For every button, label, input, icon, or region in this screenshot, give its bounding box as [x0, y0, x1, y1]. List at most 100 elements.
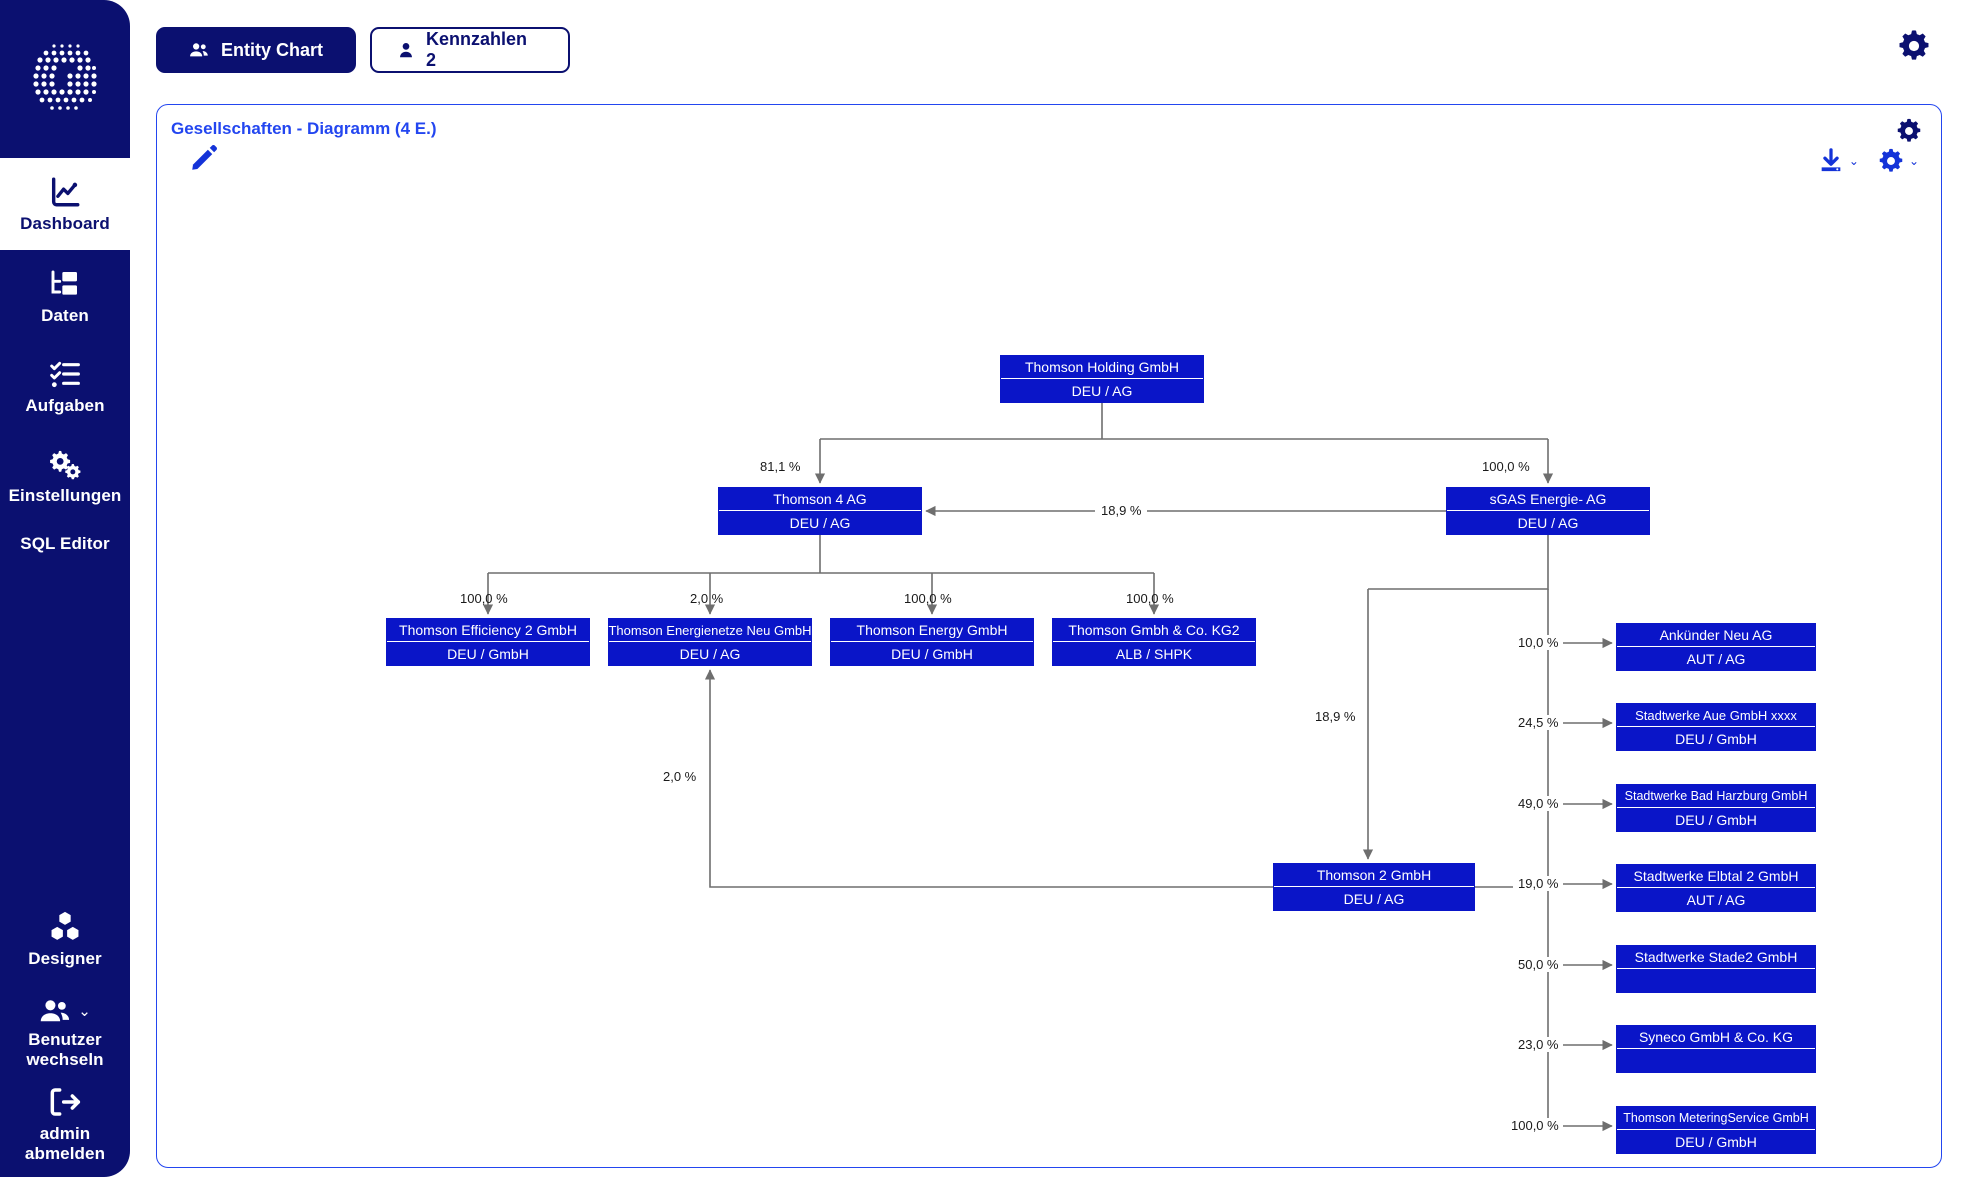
entity-node-subtitle: DEU / AG	[1071, 382, 1133, 399]
gear-icon	[1879, 148, 1903, 172]
entity-node-sgas-energie-ag[interactable]: sGAS Energie- AG DEU / AG	[1446, 487, 1650, 535]
edge-label-sgas-aue: 24,5 %	[1513, 715, 1564, 730]
entity-node-stadtwerke-bad-harzburg[interactable]: Stadtwerke Bad Harzburg GmbH DEU / GmbH	[1616, 784, 1816, 832]
chevron-down-icon: ⌄	[1848, 154, 1859, 168]
edge-label-sgas-thomson4: 18,9 %	[1095, 503, 1148, 518]
entity-node-ankuender-neu-ag[interactable]: Ankünder Neu AG AUT / AG	[1616, 623, 1816, 671]
entity-node-thomson-meteringservice[interactable]: Thomson MeteringService GmbH DEU / GmbH	[1616, 1106, 1816, 1154]
entity-node-name: Thomson Efficiency 2 GmbH	[387, 619, 589, 642]
diagram-settings-button[interactable]: ⌄	[1877, 147, 1919, 175]
gear-icon	[1897, 118, 1921, 142]
edge-label-sgas-harzburg: 49,0 %	[1513, 796, 1564, 811]
entity-node-name: Syneco GmbH & Co. KG	[1617, 1026, 1815, 1049]
edge-label-sgas-metering: 100,0 %	[1507, 1118, 1563, 1133]
entity-node-subtitle: DEU / GmbH	[1675, 811, 1757, 828]
entity-node-stadtwerke-aue[interactable]: Stadtwerke Aue GmbH xxxx DEU / GmbH	[1616, 703, 1816, 751]
entity-node-stadtwerke-stade2[interactable]: Stadtwerke Stade2 GmbH	[1616, 945, 1816, 993]
entity-node-subtitle: DEU / GmbH	[1675, 1133, 1757, 1150]
tab-kennzahlen-2[interactable]: Kennzahlen 2	[370, 27, 570, 73]
entity-node-subtitle: ALB / SHPK	[1115, 645, 1193, 662]
edge-label-thomson4-kg2: 100,0 %	[1126, 591, 1174, 606]
company-logo[interactable]	[0, 0, 130, 158]
entity-node-subtitle: DEU / GmbH	[447, 645, 529, 662]
tab-entity-chart-label: Entity Chart	[220, 39, 323, 60]
edge-label-sgas-elbtal: 19,0 %	[1513, 876, 1564, 891]
tab-kennzahlen-2-label: Kennzahlen 2	[426, 29, 528, 70]
entity-node-stadtwerke-elbtal-2[interactable]: Stadtwerke Elbtal 2 GmbH AUT / AG	[1616, 864, 1816, 912]
sidebar-item-benutzer-wechseln[interactable]: ⌄ Benutzer wechseln	[0, 995, 130, 1073]
sidebar-item-einstellungen[interactable]: Einstellungen	[0, 438, 130, 516]
entity-node-subtitle: AUT / AG	[1686, 891, 1746, 908]
entity-node-name: Stadtwerke Aue GmbH xxxx	[1617, 704, 1815, 727]
entity-node-subtitle: DEU / GmbH	[1675, 730, 1757, 747]
person-icon	[400, 43, 412, 58]
topbar: Entity Chart Kennzahlen 2	[130, 0, 1968, 100]
edge-label-sgas-ankuender: 10,0 %	[1513, 635, 1564, 650]
tab-entity-chart[interactable]: Entity Chart	[156, 27, 356, 73]
entity-node-subtitle	[1617, 969, 1815, 992]
sidebar-item-label-dashboard: Dashboard	[20, 213, 110, 233]
entity-node-subtitle: DEU / AG	[1343, 890, 1405, 907]
entity-node-name: sGAS Energie- AG	[1447, 488, 1649, 511]
download-button[interactable]: ⌄	[1817, 147, 1859, 175]
entity-node-subtitle	[1617, 1049, 1815, 1072]
sidebar-item-label-logout-line1: admin	[39, 1124, 91, 1144]
entity-node-thomson-gmbh-co-kg2[interactable]: Thomson Gmbh & Co. KG2 ALB / SHPK	[1052, 618, 1256, 666]
edge-label-holding-sgas: 100,0 %	[1482, 459, 1530, 474]
sidebar: Dashboard Daten Aufgaben	[0, 0, 130, 1177]
entity-node-thomson-energienetze-neu[interactable]: Thomson Energienetze Neu GmbH DEU / AG	[608, 618, 812, 666]
sidebar-item-logout[interactable]: admin abmelden	[0, 1080, 130, 1170]
sidebar-item-daten[interactable]: Daten	[0, 258, 130, 336]
entity-node-thomson-4-ag[interactable]: Thomson 4 AG DEU / AG	[718, 487, 922, 535]
page-title: Gesellschaften - Diagramm (4 E.)	[171, 119, 437, 138]
pencil-icon	[192, 145, 217, 170]
edge-label-thomson4-energienetze: 2,0 %	[690, 591, 724, 606]
entity-node-name: Stadtwerke Elbtal 2 GmbH	[1617, 865, 1815, 888]
entity-node-subtitle: AUT / AG	[1686, 650, 1746, 667]
entity-node-thomson-energy[interactable]: Thomson Energy GmbH DEU / GmbH	[830, 618, 1034, 666]
gears-icon	[50, 451, 81, 480]
entity-node-subtitle: DEU / AG	[679, 645, 741, 662]
chevron-down-icon: ⌄	[78, 1002, 91, 1020]
gear-icon	[1899, 30, 1929, 60]
edge-label-thomson4-energy: 100,0 %	[904, 591, 952, 606]
edge-label-thomson2-energienetze: 2,0 %	[663, 769, 697, 784]
settings-gear-button[interactable]	[1896, 28, 1932, 64]
sidebar-item-dashboard[interactable]: Dashboard	[0, 158, 130, 250]
entity-node-name: Thomson MeteringService GmbH	[1617, 1107, 1815, 1130]
entity-node-syneco[interactable]: Syneco GmbH & Co. KG	[1616, 1025, 1816, 1073]
chart-line-icon	[51, 177, 80, 207]
entity-node-name: Thomson Gmbh & Co. KG2	[1053, 619, 1255, 642]
sidebar-item-designer[interactable]: Designer	[0, 900, 130, 978]
edge-label-sgas-stade2: 50,0 %	[1513, 957, 1564, 972]
entity-node-subtitle: DEU / AG	[1517, 514, 1579, 531]
sidebar-item-label-sql-editor: SQL Editor	[20, 534, 110, 554]
sidebar-item-label-logout-line2: abmelden	[24, 1144, 106, 1163]
edit-pencil-button[interactable]	[189, 143, 219, 173]
sidebar-item-label-designer: Designer	[28, 949, 102, 969]
entity-node-name: Stadtwerke Stade2 GmbH	[1617, 946, 1815, 969]
cubes-icon	[51, 912, 79, 941]
edge-label-sgas-thomson2: 18,9 %	[1315, 709, 1356, 724]
sidebar-item-label-daten: Daten	[41, 306, 89, 326]
entity-node-name: Ankünder Neu AG	[1617, 624, 1815, 647]
logout-icon	[50, 1088, 81, 1117]
users-icon	[40, 1000, 70, 1022]
sidebar-item-aufgaben[interactable]: Aufgaben	[0, 348, 130, 426]
sidebar-item-label-einstellungen: Einstellungen	[8, 486, 122, 506]
sidebar-item-label-aufgaben: Aufgaben	[25, 396, 105, 416]
panel-settings-button[interactable]	[1895, 117, 1923, 145]
entity-chart-canvas[interactable]: Thomson Holding GmbH DEU / AG Thomson 4 …	[157, 105, 1943, 1169]
entity-node-name: Stadtwerke Bad Harzburg GmbH	[1617, 785, 1815, 808]
entity-node-name: Thomson Holding GmbH	[1001, 356, 1203, 379]
entity-node-name: Thomson Energienetze Neu GmbH	[608, 619, 812, 642]
entity-node-thomson-holding[interactable]: Thomson Holding GmbH DEU / AG	[1000, 355, 1204, 403]
entity-node-subtitle: DEU / GmbH	[891, 645, 973, 662]
edge-label-holding-thomson4: 81,1 %	[760, 459, 801, 474]
people-icon	[190, 43, 208, 57]
entity-node-name: Thomson 4 AG	[719, 488, 921, 511]
sidebar-item-sql-editor[interactable]: SQL Editor	[0, 530, 130, 558]
entity-node-thomson-2[interactable]: Thomson 2 GmbH DEU / AG	[1273, 863, 1475, 911]
entity-node-thomson-efficiency-2[interactable]: Thomson Efficiency 2 GmbH DEU / GmbH	[386, 618, 590, 666]
